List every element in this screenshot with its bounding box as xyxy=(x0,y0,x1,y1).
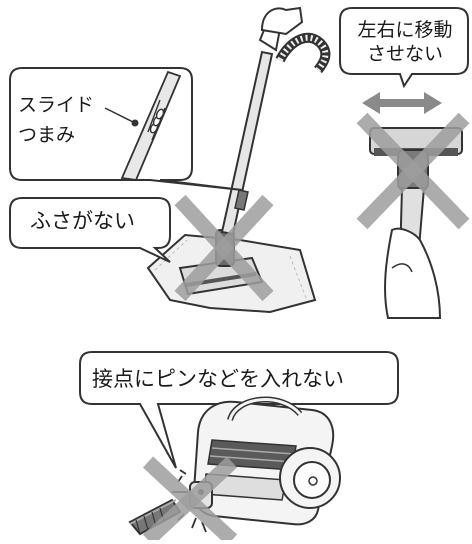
no-side-move-label-line1: 左右に移動 xyxy=(357,19,453,41)
slide-knob-label: スライド つまみ xyxy=(18,90,94,150)
no-side-move-label-line2: させない xyxy=(366,43,443,65)
side-move-scene xyxy=(339,7,470,319)
no-cover-bubble xyxy=(9,197,171,263)
prohibit-x-cover xyxy=(174,194,274,302)
canister-scene xyxy=(79,351,399,544)
vacuum-on-cloth-scene xyxy=(146,6,331,314)
side-move-bubble xyxy=(339,7,469,89)
no-side-move-label: 左右に移動 させない xyxy=(345,18,465,66)
no-cover-label: ふさがない xyxy=(30,209,135,233)
slide-knob-label-line2: つまみ xyxy=(18,124,76,146)
no-pin-label: 接点にピンなどを入れない xyxy=(92,367,344,391)
left-right-arrow-icon xyxy=(362,92,442,114)
no-pin-bubble xyxy=(79,351,399,469)
hose xyxy=(275,32,331,74)
prohibit-x-pin xyxy=(142,456,238,544)
slide-knob-bubble xyxy=(9,67,243,191)
prohibit-x-side xyxy=(356,112,470,230)
slide-knob-callout xyxy=(9,67,243,191)
hand-on-handle xyxy=(260,6,304,36)
hand-right xyxy=(384,227,442,319)
slide-knob-label-line1: スライド xyxy=(18,94,95,116)
